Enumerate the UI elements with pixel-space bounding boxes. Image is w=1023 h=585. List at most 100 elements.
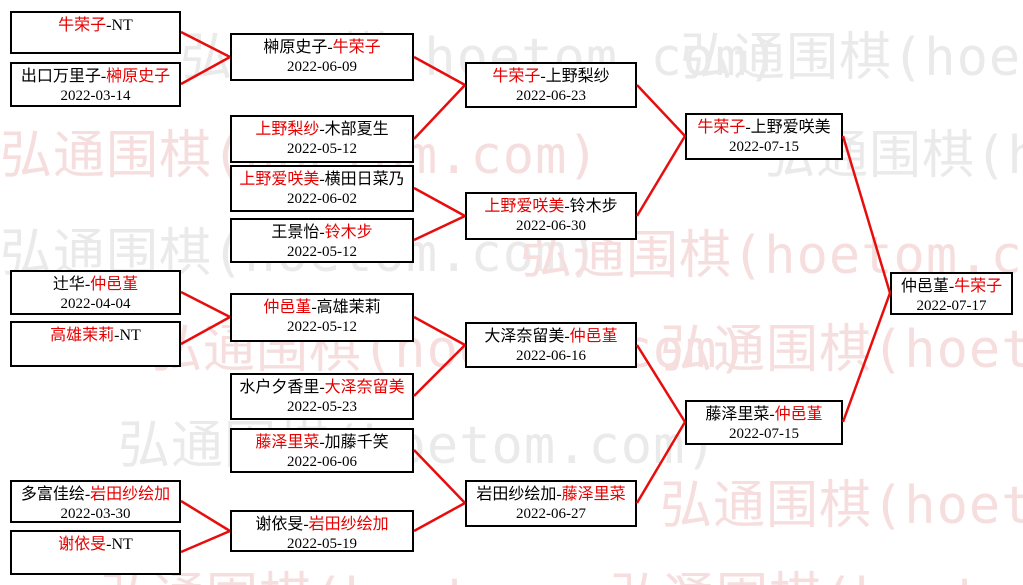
winner-name: 谢依旻 xyxy=(58,536,107,553)
watermark-text: 弘通围棋(hoetom.com) xyxy=(660,476,1023,536)
match-box-m19: 岩田纱绘加-藤泽里菜 2022-06-27 xyxy=(465,480,637,527)
winner-name: 铃木步 xyxy=(324,224,373,241)
match-players: 辻华-仲邑堇 xyxy=(12,275,179,295)
match-box-m11: 高雄茉莉-NT xyxy=(10,321,181,367)
connector-line xyxy=(413,55,466,87)
connector-line xyxy=(413,501,466,533)
connector-line xyxy=(635,421,687,504)
player-name: 岩田纱绘加- xyxy=(476,486,562,503)
player-name: -上野梨纱 xyxy=(540,68,610,85)
match-players: 牛荣子-上野爱咲美 xyxy=(687,118,841,138)
match-players: 牛荣子-上野梨纱 xyxy=(467,67,635,87)
match-date: 2022-06-16 xyxy=(516,348,586,364)
player-name: -木部夏生 xyxy=(319,121,389,138)
player-name: -NT xyxy=(114,327,141,344)
match-date: 2022-05-12 xyxy=(287,319,357,335)
winner-name: 岩田纱绘加 xyxy=(90,486,171,503)
player-name: 谢依旻- xyxy=(255,516,309,533)
match-box-m12: 仲邑堇-高雄茉莉 2022-05-12 xyxy=(230,293,414,342)
connector-line xyxy=(180,30,231,59)
winner-name: 牛荣子 xyxy=(492,68,541,85)
winner-name: 仲邑堇 xyxy=(569,328,618,345)
match-date: 2022-06-30 xyxy=(516,218,586,234)
match-players: 上野爱咲美-横田日菜乃 xyxy=(232,170,412,190)
winner-name: 牛荣子 xyxy=(954,278,1003,295)
connector-line xyxy=(413,344,466,397)
player-name: 水户夕香里- xyxy=(239,379,325,396)
match-players: 藤泽里菜-加藤千笑 xyxy=(232,433,412,453)
match-box-m20: 藤泽里菜-仲邑堇 2022-07-15 xyxy=(685,400,843,445)
player-name: 藤泽里菜- xyxy=(705,406,775,423)
match-players: 大泽奈留美-仲邑堇 xyxy=(467,327,635,347)
winner-name: 藤泽里菜 xyxy=(255,434,320,451)
connector-line xyxy=(841,135,892,294)
player-name: 榊原史子- xyxy=(263,39,333,56)
match-players: 牛荣子-NT xyxy=(12,16,179,36)
winner-name: 岩田纱绘加 xyxy=(308,516,389,533)
connector-line xyxy=(180,55,231,86)
player-name: 出口万里子- xyxy=(20,68,107,85)
match-players: 上野梨纱-木部夏生 xyxy=(232,120,412,140)
player-name: -横田日菜乃 xyxy=(319,171,405,188)
watermark-text: 弘通围棋(hoetom.com) xyxy=(610,570,1023,585)
match-players: 仲邑堇-牛荣子 xyxy=(892,277,1011,297)
match-players: 水户夕香里-大泽奈留美 xyxy=(232,378,412,398)
connector-line xyxy=(636,84,686,137)
match-date: 2022-06-06 xyxy=(287,454,357,470)
match-players: 谢依旻-NT xyxy=(12,535,179,555)
watermark-text: 弘通围棋(hoetom.com) xyxy=(100,570,700,585)
winner-name: 上野爱咲美 xyxy=(239,171,320,188)
player-name: 大泽奈留美- xyxy=(484,328,570,345)
match-box-m1: 牛荣子-NT xyxy=(10,11,181,54)
match-players: 王景怡-铃木步 xyxy=(232,223,412,243)
match-date: 2022-03-14 xyxy=(60,88,131,104)
winner-name: 上野爱咲美 xyxy=(484,198,565,215)
match-players: 出口万里子-榊原史子 xyxy=(12,67,179,87)
watermark-text: 弘通围棋(hoetom.com) xyxy=(118,416,718,476)
player-name: -NT xyxy=(106,17,133,34)
match-date: 2022-07-15 xyxy=(729,426,799,442)
match-date: 2022-05-12 xyxy=(287,141,357,157)
match-date: 2022-04-04 xyxy=(60,296,131,312)
connector-line xyxy=(413,315,466,347)
match-date: 2022-06-23 xyxy=(516,88,586,104)
match-players: 上野爱咲美-铃木步 xyxy=(467,197,635,217)
player-name: 王景怡- xyxy=(271,224,325,241)
player-name: 仲邑堇- xyxy=(900,278,955,295)
match-players: 榊原史子-牛荣子 xyxy=(232,38,412,58)
connector-line xyxy=(635,344,687,423)
winner-name: 仲邑堇 xyxy=(90,276,139,293)
player-name: -高雄茉莉 xyxy=(311,299,381,316)
match-date: 2022-06-27 xyxy=(516,506,586,522)
watermark-text: 弘通围棋(hoetom.com) xyxy=(680,28,1023,88)
connector-line xyxy=(413,449,466,504)
winner-name: 仲邑堇 xyxy=(263,299,312,316)
player-name: 多富佳绘- xyxy=(20,486,91,503)
winner-name: 仲邑堇 xyxy=(774,406,823,423)
winner-name: 榊原史子 xyxy=(106,68,171,85)
match-date: 2022-07-15 xyxy=(729,139,799,155)
winner-name: 高雄茉莉 xyxy=(50,327,115,344)
connector-line xyxy=(413,214,466,242)
player-name: -上野爱咲美 xyxy=(745,119,831,136)
match-players: 高雄茉莉-NT xyxy=(12,326,179,346)
winner-name: 大泽奈留美 xyxy=(324,379,405,396)
watermark-text: 弘通围棋(hoetom.com) xyxy=(660,320,1023,380)
connector-line xyxy=(180,499,231,533)
connector-line xyxy=(841,292,892,423)
match-date: 2022-06-02 xyxy=(287,191,357,207)
connector-line xyxy=(180,290,231,319)
match-box-m17: 谢依旻-NT xyxy=(10,530,181,575)
winner-name: 藤泽里菜 xyxy=(561,486,626,503)
